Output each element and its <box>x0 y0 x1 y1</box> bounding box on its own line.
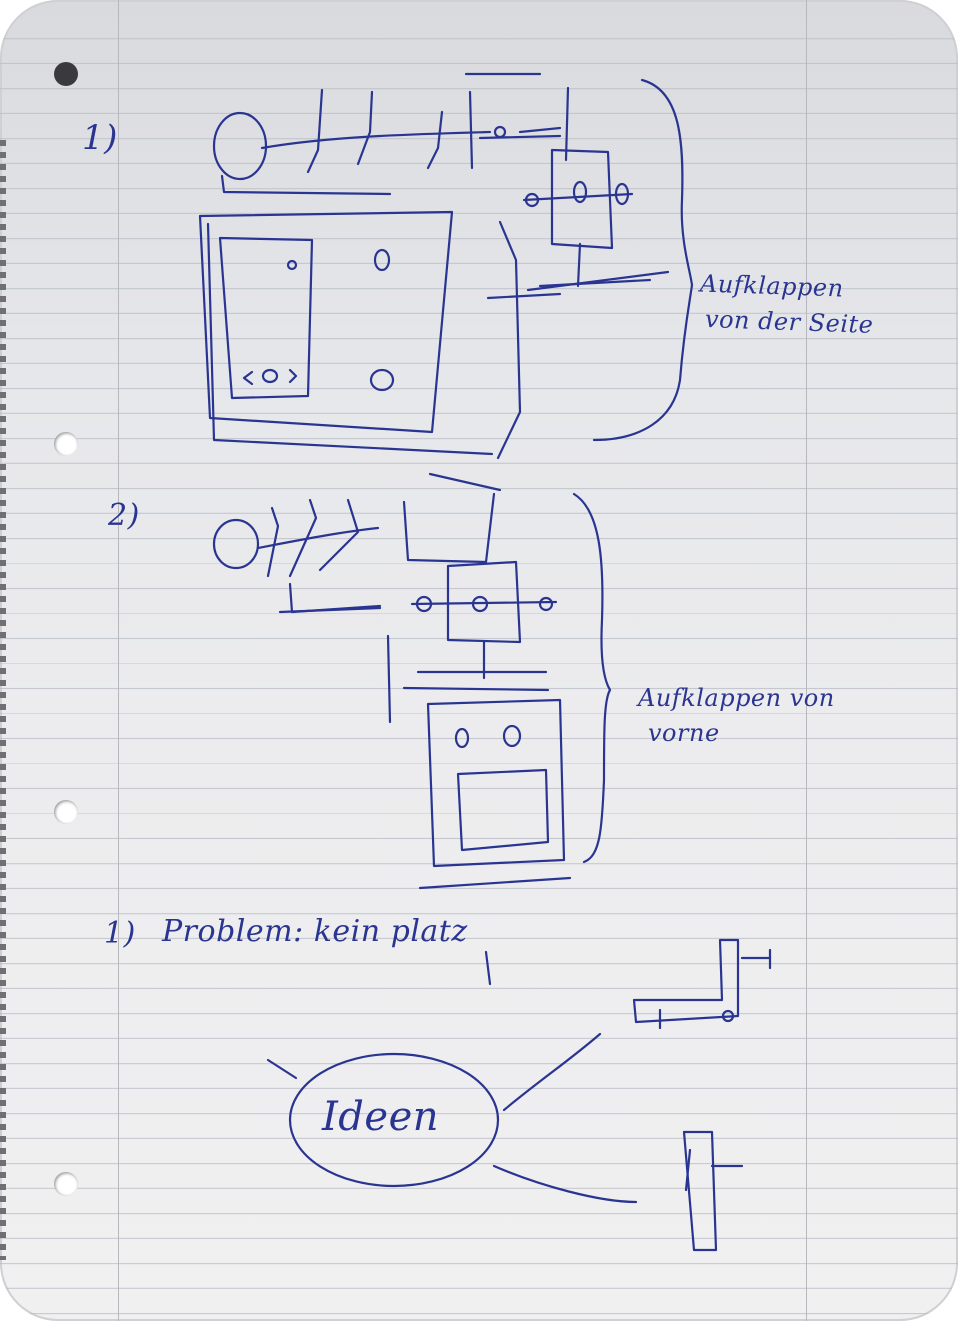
section-1-number: 1) <box>82 118 118 158</box>
section-2-note-line-1: Aufklappen von <box>638 684 835 712</box>
ideas-mindmap <box>266 938 772 1252</box>
spiral-binding-edge <box>0 140 6 1260</box>
problem-text: Problem: kein platz <box>162 914 468 949</box>
left-margin-line <box>118 0 119 1321</box>
sketch-front-opening <box>212 472 612 890</box>
punch-hole <box>54 62 78 86</box>
section-2-note-line-2: vorne <box>648 719 720 747</box>
punch-hole <box>54 432 78 456</box>
punch-hole <box>54 1172 78 1196</box>
right-margin-line <box>806 0 807 1321</box>
pen-stroke <box>484 950 492 986</box>
section-1-note-line-1: Aufklappen <box>699 269 845 303</box>
ideas-label: Ideen <box>322 1094 440 1140</box>
section-1-note-line-2: von der Seite <box>704 305 874 339</box>
section-2-number: 2) <box>108 498 140 533</box>
problem-number: 1) <box>104 916 136 951</box>
punch-hole <box>54 800 78 824</box>
sketch-side-opening <box>198 72 694 460</box>
